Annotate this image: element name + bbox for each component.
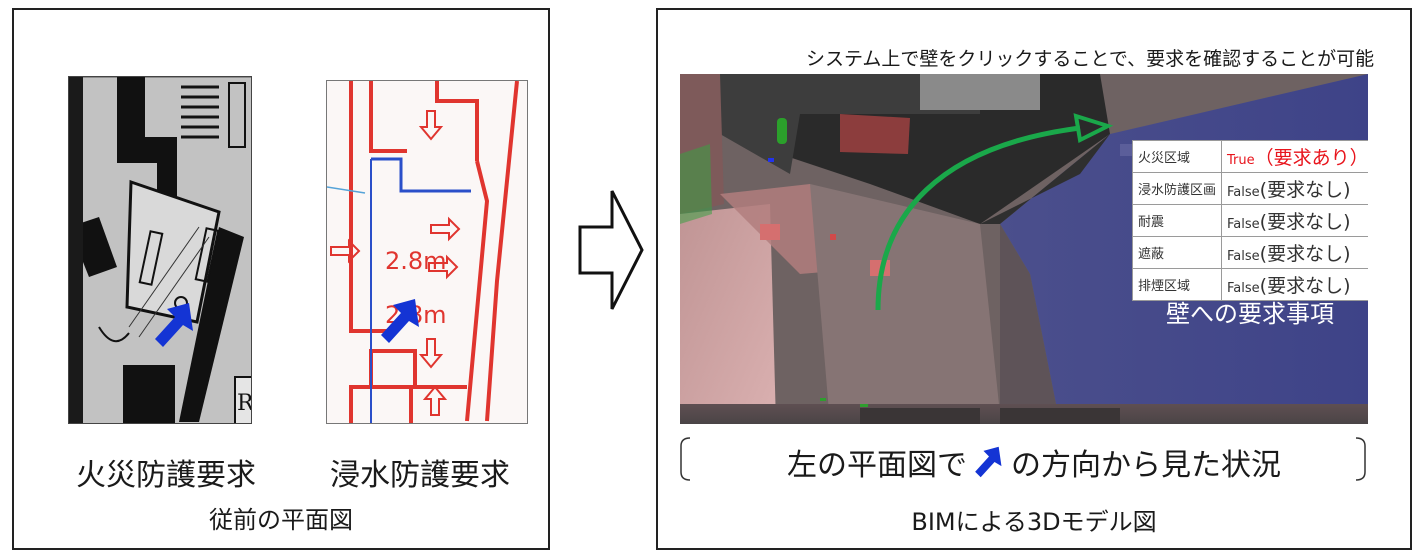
blue-arrow-icon — [381, 299, 419, 343]
flood-protection-plan-image: 2.8m 2.8m — [326, 80, 528, 424]
flood-protection-caption: 浸水防護要求 — [330, 458, 510, 493]
table-row: 排煙区域 False(要求なし) — [1131, 268, 1368, 301]
plan-room-label: R — [237, 391, 252, 416]
requirement-name: 浸水防護区画 — [1131, 172, 1223, 205]
requirement-value: False(要求なし) — [1221, 172, 1368, 205]
requirement-name: 遮蔽 — [1131, 236, 1223, 269]
caption-text-before: 左の平面図で — [787, 448, 967, 483]
bracket-left-icon — [680, 437, 691, 481]
requirement-value: False(要求なし) — [1221, 268, 1368, 301]
click-instruction-note: システム上で壁をクリックすることで、要求を確認することが可能 — [806, 48, 1375, 70]
requirement-name: 排煙区域 — [1131, 268, 1223, 301]
requirement-value: False(要求なし) — [1221, 236, 1368, 269]
water-level-label: 2.8m — [385, 247, 447, 275]
bracket-right-icon — [1355, 437, 1366, 481]
table-row: 浸水防護区画 False(要求なし) — [1131, 172, 1368, 205]
table-row: 遮蔽 False(要求なし) — [1131, 236, 1368, 269]
caption-text-after: の方向から見た状況 — [1011, 448, 1281, 483]
bim-model-footer: BIMによる3Dモデル図 — [911, 508, 1157, 536]
blue-arrow-icon — [155, 303, 193, 347]
fire-plan-drawing — [69, 77, 251, 423]
conventional-plan-panel: R — [12, 8, 550, 550]
fire-protection-plan-image: R — [68, 76, 252, 424]
hollow-right-arrow-icon — [578, 190, 644, 310]
3d-model-viewport[interactable]: 火災区域 True（要求あり） 浸水防護区画 False(要求なし) 耐震 Fa… — [680, 74, 1368, 424]
table-row: 耐震 False(要求なし) — [1131, 204, 1368, 237]
wall-requirement-table: 火災区域 True（要求あり） 浸水防護区画 False(要求なし) 耐震 Fa… — [1131, 140, 1368, 301]
conventional-plan-footer: 従前の平面図 — [209, 506, 353, 534]
table-row: 火災区域 True（要求あり） — [1131, 140, 1368, 173]
green-curved-arrow-icon — [875, 125, 1081, 311]
requirement-name: 火災区域 — [1131, 140, 1223, 173]
flood-plan-drawing — [327, 81, 527, 423]
blue-arrow-icon — [975, 446, 1002, 478]
bim-model-panel: システム上で壁をクリックすることで、要求を確認することが可能 — [656, 8, 1412, 550]
requirement-value: True（要求あり） — [1221, 140, 1368, 173]
view-direction-caption: 左の平面図で の方向から見た状況 — [698, 440, 1370, 484]
fire-protection-caption: 火災防護要求 — [76, 458, 256, 493]
wall-requirement-label: 壁への要求事項 — [1166, 300, 1334, 328]
requirement-value: False(要求なし) — [1221, 204, 1368, 237]
requirement-name: 耐震 — [1131, 204, 1223, 237]
